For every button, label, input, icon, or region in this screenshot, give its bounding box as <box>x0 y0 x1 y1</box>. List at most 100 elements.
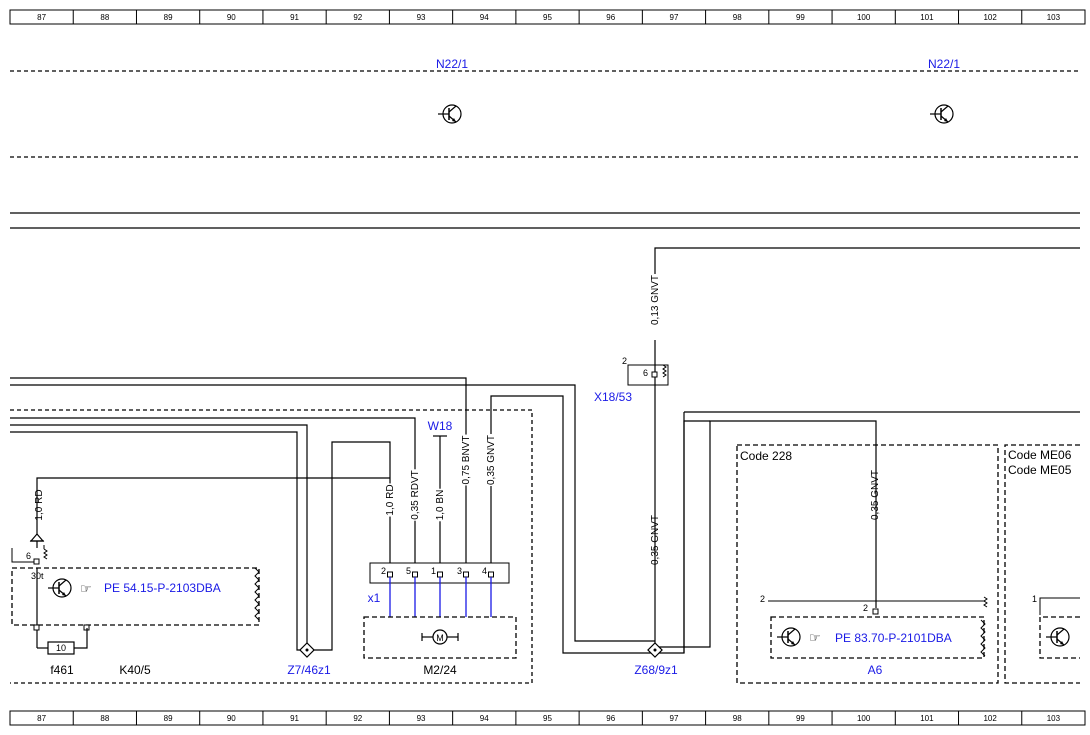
me-wire <box>1039 597 1080 615</box>
k40-resistor-icon <box>43 548 48 560</box>
x18-pin-6: 6 <box>643 368 648 378</box>
x1-pin-terminal[interactable] <box>463 571 469 578</box>
x1-pin-terminal[interactable] <box>412 571 418 578</box>
top-ruler-column-label: 88 <box>100 13 109 22</box>
wire-z68-right-a[interactable] <box>655 420 710 654</box>
wire-line-418[interactable] <box>10 417 416 565</box>
a6-resistor-icon <box>983 596 988 608</box>
code-me06-label: Code ME06 <box>1008 448 1072 462</box>
wire-label-background <box>461 434 472 486</box>
bottom-ruler-column-label: 102 <box>983 714 997 723</box>
wire-gnvt-491[interactable] <box>490 395 655 654</box>
wire-label-035gnvt-a: 0,35 GNVT <box>486 435 497 485</box>
top-ruler-column-label: 102 <box>983 13 997 22</box>
top-ruler-column-label: 100 <box>857 13 871 22</box>
pe-left-hand-icon: ☞ <box>80 582 92 597</box>
wire-label-10rd-b: 1,0 RD <box>385 484 396 515</box>
m2-frame <box>363 616 517 659</box>
bottom-ruler-column-label: 96 <box>606 714 615 723</box>
top-ruler-column-label: 93 <box>417 13 426 22</box>
n22-right-label[interactable]: N22/1 <box>928 57 960 71</box>
top-ruler-column-label: 89 <box>164 13 173 22</box>
wire-10rd[interactable] <box>36 477 390 548</box>
x1-pin-label: 4 <box>482 566 487 576</box>
wire-line-425[interactable] <box>10 424 308 650</box>
bottom-ruler-column-label: 95 <box>543 714 552 723</box>
bottom-ruler-column-label: 87 <box>37 714 46 723</box>
bottom-ruler-column-label: 98 <box>733 714 742 723</box>
x1-pin-label: 5 <box>406 566 411 576</box>
wire-line-378[interactable] <box>10 377 467 565</box>
bottom-ruler-column-label: 97 <box>670 714 679 723</box>
bottom-ruler-column-label: 99 <box>796 714 805 723</box>
bottom-ruler-column-label: 100 <box>857 714 871 723</box>
w18-label[interactable]: W18 <box>428 419 453 433</box>
z68-label[interactable]: Z68/9z1 <box>634 663 678 677</box>
me-inner-frame <box>1039 616 1080 659</box>
x18-label[interactable]: X18/53 <box>594 390 632 404</box>
wire-top-right[interactable] <box>654 247 1080 283</box>
top-ruler-column-label: 99 <box>796 13 805 22</box>
top-ruler-column-label: 101 <box>920 13 934 22</box>
x1-pin-terminal[interactable] <box>437 571 443 578</box>
bottom-ruler-column-label: 103 <box>1047 714 1061 723</box>
m2-label[interactable]: M2/24 <box>423 663 457 677</box>
f461-label[interactable]: f461 <box>50 663 74 677</box>
z7-label[interactable]: Z7/46z1 <box>287 663 331 677</box>
x1-pin-label: 3 <box>457 566 462 576</box>
k40-frame-zigzag <box>254 567 260 621</box>
a6-label[interactable]: A6 <box>868 663 883 677</box>
pe-right-link[interactable]: PE 83.70-P-2101DBA <box>835 631 952 645</box>
wire-label-013gnvt: 0,13 GNVT <box>650 275 661 325</box>
top-ruler-column-label: 96 <box>606 13 615 22</box>
z7-splice-icon <box>299 642 315 658</box>
a6-transistor-icon <box>777 627 801 647</box>
code-me-frame <box>1004 444 1080 684</box>
top-ruler-column-label: 91 <box>290 13 299 22</box>
wire-to-a6[interactable] <box>709 420 877 641</box>
top-ruler-column-label: 95 <box>543 13 552 22</box>
x1-pin-terminal[interactable] <box>387 571 393 578</box>
n22-right-transistor-icon <box>930 104 954 124</box>
pe-right-hand-icon: ☞ <box>809 631 821 646</box>
wire-label-background <box>410 469 421 521</box>
z68-splice-icon <box>647 642 663 658</box>
code228-frame <box>736 444 999 684</box>
x18-terminal <box>651 371 658 378</box>
bottom-ruler-column-label: 91 <box>290 714 299 723</box>
wire-label-10bn: 1,0 BN <box>435 490 446 521</box>
k40-frame <box>10 409 533 684</box>
a6-frame-zigzag <box>980 619 986 657</box>
n22-left-label[interactable]: N22/1 <box>436 57 468 71</box>
top-ruler-column-label: 90 <box>227 13 236 22</box>
top-ruler-column-label: 97 <box>670 13 679 22</box>
x18-box[interactable] <box>627 364 669 386</box>
k40-relay-box-left <box>11 548 37 563</box>
a6-terminal <box>872 608 879 615</box>
code228-label: Code 228 <box>740 449 792 463</box>
top-ruler-column-label: 87 <box>37 13 46 22</box>
bottom-ruler-column-label: 101 <box>920 714 934 723</box>
wire-z7-right[interactable] <box>307 441 391 651</box>
x1-label[interactable]: x1 <box>368 591 381 605</box>
motor-icon <box>421 629 459 645</box>
x18-resistor-icon <box>662 364 667 378</box>
x1-pin-terminal[interactable] <box>488 571 494 578</box>
me-pin-1: 1 <box>1032 594 1037 604</box>
k40-pin-6-terminal <box>33 558 40 565</box>
wire-label-background <box>486 433 497 487</box>
wire-line-432[interactable] <box>10 431 307 651</box>
code-me05-label: Code ME05 <box>1008 463 1072 477</box>
top-ruler-column-label: 98 <box>733 13 742 22</box>
wire-label-075bnvt: 0,75 BNVT <box>461 436 472 485</box>
wire-line-385[interactable] <box>10 384 655 642</box>
pe-left-link[interactable]: PE 54.15-P-2103DBA <box>104 581 221 595</box>
x18-pin-2: 2 <box>622 356 627 366</box>
bottom-ruler-column-label: 92 <box>353 714 362 723</box>
bottom-ruler-column-label: 89 <box>164 714 173 723</box>
k40-label[interactable]: K40/5 <box>119 663 151 677</box>
